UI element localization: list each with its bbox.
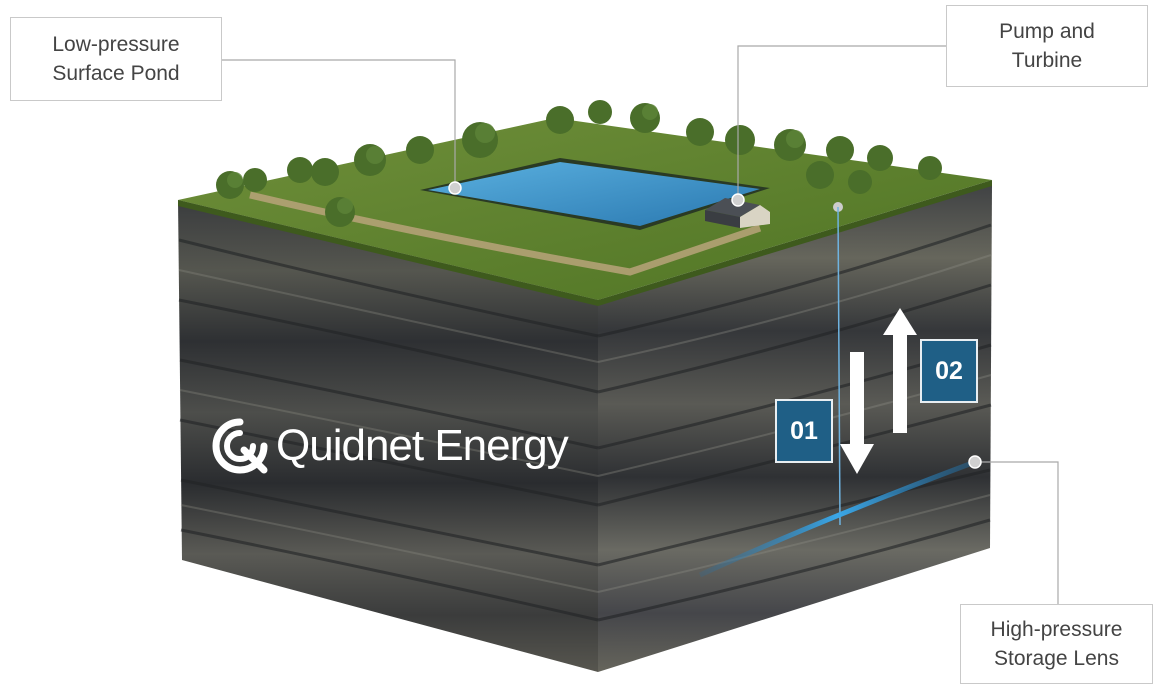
callout-storage-lens: High-pressure Storage Lens (960, 604, 1153, 684)
down-arrow-icon (840, 352, 874, 474)
step-02-badge: 02 (920, 339, 978, 403)
callout-lens-line1: High-pressure (990, 618, 1123, 641)
quidnet-logo: Quidnet Energy (210, 416, 569, 476)
up-arrow-icon (883, 308, 917, 433)
callout-pump-turbine: Pump and Turbine (946, 5, 1148, 87)
leader-lens (975, 461, 1059, 604)
well-pipe (837, 206, 841, 526)
callout-pond-line2: Surface Pond (52, 62, 180, 85)
leader-pond (222, 59, 456, 188)
callout-pump-line2: Turbine (1011, 49, 1083, 72)
step-01-badge: 01 (775, 399, 833, 463)
brand-name: Quidnet Energy (276, 421, 569, 470)
callout-surface-pond: Low-pressure Surface Pond (10, 17, 222, 101)
callout-pump-line1: Pump and (999, 20, 1095, 43)
callout-pond-line1: Low-pressure (52, 33, 180, 56)
storage-lens (698, 459, 976, 578)
leader-pump (737, 45, 946, 200)
pump-house (705, 198, 770, 228)
callout-lens-line2: Storage Lens (994, 647, 1119, 670)
quidnet-logo-icon (212, 418, 268, 474)
soil-face-left (178, 200, 598, 672)
